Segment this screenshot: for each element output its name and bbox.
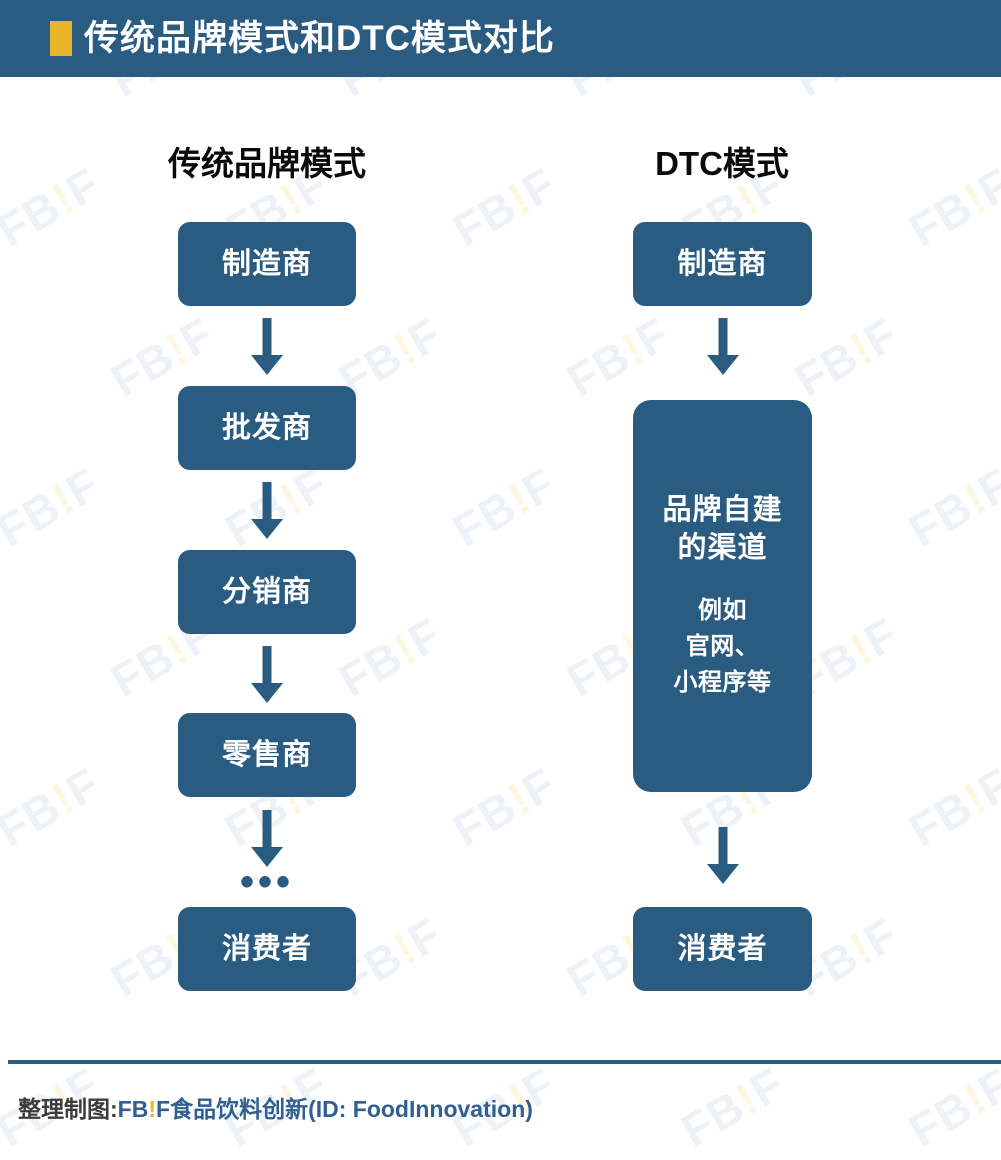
arrow-head bbox=[707, 864, 739, 884]
ellipsis-indicator: ••• bbox=[239, 860, 294, 904]
arrow-head bbox=[251, 683, 283, 703]
node-sublabel-2: 官网、 bbox=[685, 633, 760, 660]
arrow-shaft bbox=[262, 810, 272, 850]
arrow-shaft bbox=[718, 318, 728, 358]
footer-brand-part1: FB bbox=[117, 1096, 149, 1122]
footer-prefix: 整理制图: bbox=[18, 1096, 118, 1122]
node-sublabel-3: 小程序等 bbox=[673, 669, 772, 696]
footer-brand-bang-icon: ! bbox=[148, 1096, 157, 1122]
node-label: 零售商 bbox=[221, 739, 312, 771]
arrow-shaft bbox=[262, 318, 272, 358]
watermark-text: FB!F bbox=[672, 1057, 793, 1157]
arrow-shaft bbox=[262, 646, 272, 686]
header-bar: 传统品牌模式和DTC模式对比 bbox=[0, 0, 1001, 77]
arrow-right-1 bbox=[692, 318, 754, 375]
node-left-manufacturer[interactable]: 制造商 bbox=[178, 222, 356, 306]
node-left-retailer[interactable]: 零售商 bbox=[178, 713, 356, 797]
node-left-wholesaler[interactable]: 批发商 bbox=[178, 386, 356, 470]
arrow-left-1 bbox=[236, 318, 298, 375]
node-label: 分销商 bbox=[221, 576, 312, 608]
footer-brand-part2: F食品饮料创新(ID: FoodInnovation) bbox=[156, 1096, 533, 1122]
column-title-dtc: DTC模式 bbox=[655, 145, 789, 182]
arrow-head bbox=[251, 355, 283, 375]
node-sublabel-1: 例如 bbox=[698, 597, 747, 624]
page-title: 传统品牌模式和DTC模式对比 bbox=[84, 19, 555, 58]
arrow-left-3 bbox=[236, 646, 298, 703]
arrow-head bbox=[251, 519, 283, 539]
footer-credit: 整理制图:FB!F食品饮料创新(ID: FoodInnovation) bbox=[18, 1094, 533, 1124]
node-label: 消费者 bbox=[677, 933, 768, 965]
arrow-head bbox=[707, 355, 739, 375]
node-label-line1: 品牌自建 bbox=[662, 494, 783, 526]
node-label-line2: 的渠道 bbox=[677, 532, 768, 564]
arrow-shaft bbox=[262, 482, 272, 522]
yellow-square-marker-icon bbox=[50, 21, 72, 56]
node-left-distributor[interactable]: 分销商 bbox=[178, 550, 356, 634]
watermark-text: FB!F bbox=[900, 1057, 1001, 1157]
arrow-right-2 bbox=[692, 827, 754, 884]
arrow-left-2 bbox=[236, 482, 298, 539]
node-left-consumer[interactable]: 消费者 bbox=[178, 907, 356, 991]
flow-canvas: 传统品牌模式 DTC模式 制造商 批发商 分销商 零售商 bbox=[0, 77, 1001, 1060]
node-right-brand-channel[interactable]: 品牌自建 的渠道 例如 官网、 小程序等 bbox=[633, 400, 812, 792]
node-right-consumer[interactable]: 消费者 bbox=[633, 907, 812, 991]
node-label: 消费者 bbox=[221, 933, 312, 965]
footer-divider bbox=[8, 1060, 1001, 1064]
column-title-traditional: 传统品牌模式 bbox=[168, 145, 366, 182]
arrow-head bbox=[251, 847, 283, 867]
node-label: 批发商 bbox=[221, 412, 312, 444]
node-label: 制造商 bbox=[221, 248, 312, 280]
node-right-manufacturer[interactable]: 制造商 bbox=[633, 222, 812, 306]
arrow-left-4 bbox=[236, 810, 298, 867]
node-label: 制造商 bbox=[677, 248, 768, 280]
arrow-shaft bbox=[718, 827, 728, 867]
